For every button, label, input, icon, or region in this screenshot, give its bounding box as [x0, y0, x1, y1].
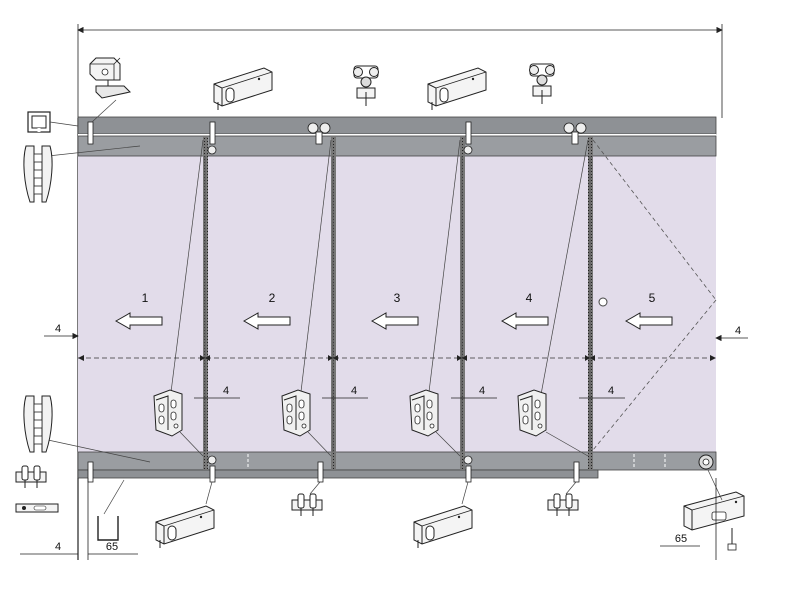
lock-clamp-icon: [683, 491, 745, 551]
rail-profile-icon: [23, 395, 53, 453]
arrow-left-icon: [114, 312, 163, 330]
hinge-bracket-icon: [153, 389, 183, 437]
panel-number-4: 4: [526, 291, 533, 305]
bottom-left-dimensions: 4 65: [20, 478, 138, 560]
roller-carriage-icon: [353, 65, 379, 107]
left-gap-label: 4: [55, 323, 61, 335]
panel-number-1: 1: [142, 291, 149, 305]
top-rail: [77, 116, 717, 157]
rail-profile-icon: [23, 145, 53, 203]
bottom-right-offset-label: 65: [675, 533, 687, 545]
gap-1-2-label: 4: [223, 385, 229, 397]
glass-clamp-icon: [213, 67, 273, 111]
hinge-bracket-icon: [517, 389, 547, 437]
right-gap-dimension: 4: [715, 325, 748, 342]
glass-clamp-icon: [427, 67, 487, 111]
bottom-right-dimension: 65: [660, 478, 717, 560]
u-channel-icon: [97, 516, 119, 541]
left-gap-dimension: 4: [44, 323, 79, 340]
rail-profile-icon: [26, 110, 52, 134]
gap-2-3-label: 4: [351, 385, 357, 397]
arrow-left-icon: [370, 312, 419, 330]
center-ticks: [78, 355, 716, 361]
right-gap-label: 4: [735, 325, 741, 337]
panel-5-swing-line: [592, 139, 717, 451]
bottom-left-offset-label: 65: [106, 541, 118, 553]
bottom-left-gap-label: 4: [55, 541, 61, 553]
panel-gap-dimensions: 4 4 4 4: [194, 385, 625, 399]
arrow-left-icon: [500, 312, 549, 330]
floor-guide-icon: [15, 465, 47, 489]
arrow-left-icon: [624, 312, 673, 330]
leader-lines: [47, 139, 589, 463]
glass-area: [78, 156, 716, 452]
top-rail-pins: [87, 121, 587, 155]
hinge-bracket-icon: [409, 389, 439, 437]
hinge-bracket-icon: [281, 389, 311, 437]
bottom-rail: [77, 451, 717, 479]
handle-knob-icon: [598, 297, 608, 307]
roller-carriage-icon: [529, 63, 555, 105]
overall-width-dimension: [77, 24, 723, 118]
floor-plate-icon: [15, 503, 59, 513]
panel-number-3: 3: [394, 291, 401, 305]
gap-3-4-label: 4: [479, 385, 485, 397]
arrow-left-icon: [242, 312, 291, 330]
panel-number-5: 5: [649, 291, 656, 305]
panel-number-2: 2: [269, 291, 276, 305]
floor-guide-icon: [547, 493, 579, 517]
floor-guide-icon: [291, 493, 323, 517]
bottom-rail-pins: [87, 455, 580, 483]
glass-clamp-icon: [155, 505, 215, 549]
panel-seams: [203, 136, 593, 470]
glass-clamp-icon: [413, 505, 473, 549]
ceiling-mount-block-icon: [89, 57, 132, 99]
gap-4-5-label: 4: [608, 385, 614, 397]
